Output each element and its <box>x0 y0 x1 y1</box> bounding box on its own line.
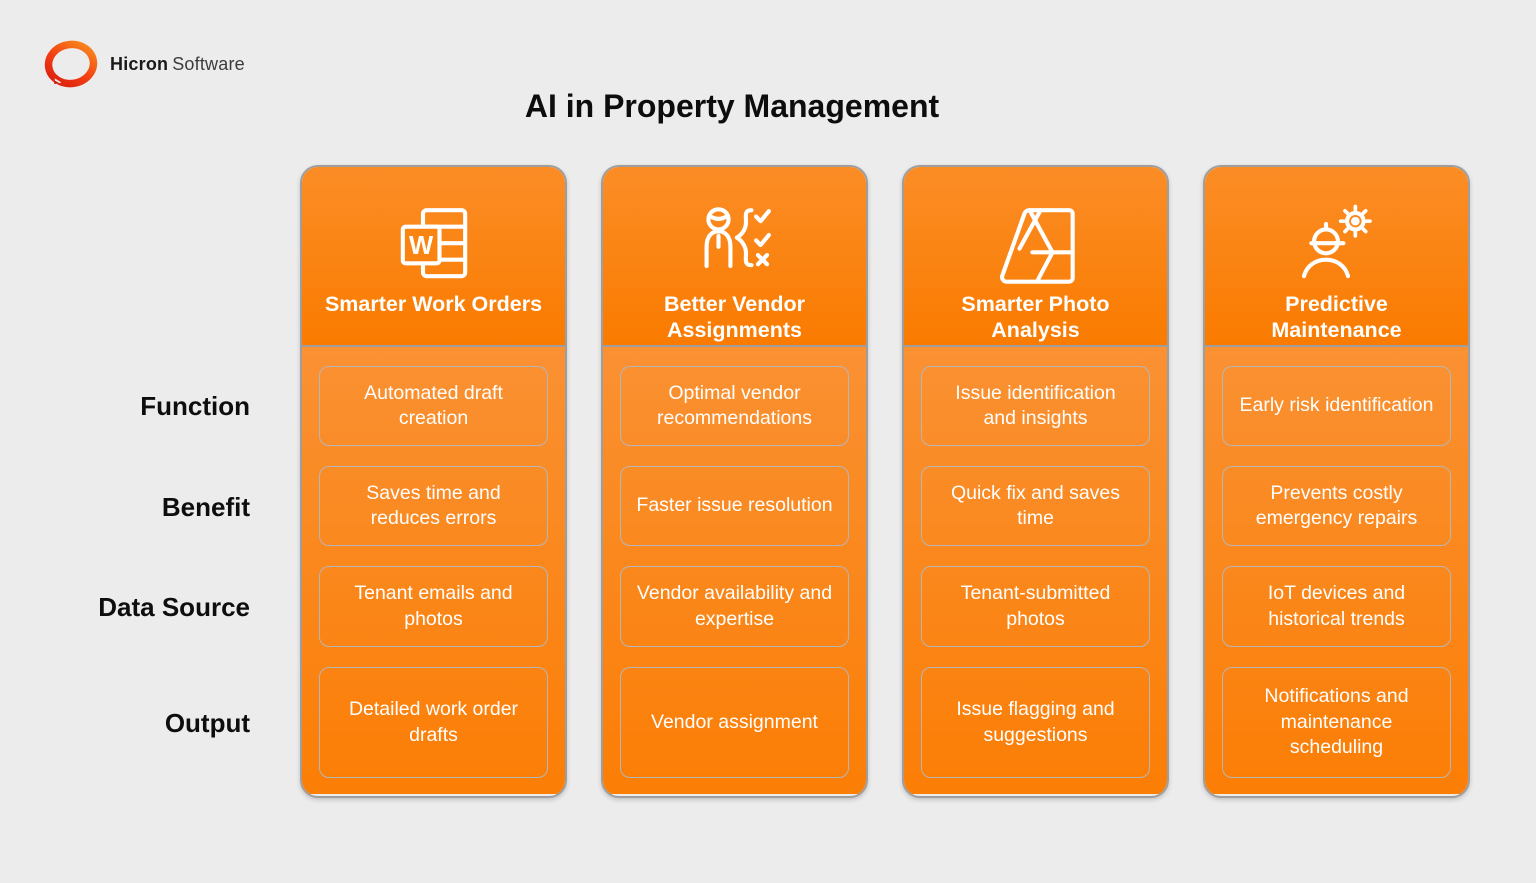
cell-function: Issue identification and insights <box>921 366 1150 446</box>
card-predictive-maintenance: Predictive Maintenance Early risk identi… <box>1203 165 1470 798</box>
card-title: Smarter Work Orders <box>324 292 543 316</box>
card-body: Issue identification and insights Quick … <box>904 347 1167 794</box>
card-header: Predictive Maintenance <box>1205 167 1468 347</box>
card-better-vendor-assignments: Better Vendor Assignments Optimal vendor… <box>601 165 868 798</box>
brand-name-bold: Hicron <box>110 53 169 74</box>
card-body: Optimal vendor recommendations Faster is… <box>603 347 866 794</box>
cell-function: Optimal vendor recommendations <box>620 366 849 446</box>
cell-data-source: IoT devices and historical trends <box>1222 566 1451 647</box>
svg-text:W: W <box>409 232 434 260</box>
worker-gear-icon <box>1301 204 1372 279</box>
hicron-ring-icon <box>44 40 98 88</box>
cell-benefit: Prevents costly emergency repairs <box>1222 466 1451 546</box>
row-label-data-source: Data Source <box>98 592 250 622</box>
card-header: W Smarter Work Orders <box>302 167 565 347</box>
cell-function: Automated draft creation <box>319 366 548 446</box>
card-smarter-work-orders: W Smarter Work Orders Automated draft cr… <box>300 165 567 798</box>
cell-benefit: Quick fix and saves time <box>921 466 1150 546</box>
card-title: Better Vendor Assignments <box>664 292 805 343</box>
cell-output: Vendor assignment <box>620 667 849 778</box>
card-smarter-photo-analysis: Smarter Photo Analysis Issue identificat… <box>902 165 1169 798</box>
card-body: Automated draft creation Saves time and … <box>302 347 565 794</box>
cell-data-source: Tenant emails and photos <box>319 566 548 647</box>
card-header: Smarter Photo Analysis <box>904 167 1167 347</box>
brand-name-regular: Software <box>172 53 245 74</box>
vendor-checklist-icon <box>704 207 771 269</box>
card-title: Predictive Maintenance <box>1271 292 1402 343</box>
card-title: Smarter Photo Analysis <box>961 292 1110 343</box>
card-body: Early risk identification Prevents costl… <box>1205 347 1468 794</box>
word-document-icon: W <box>400 208 467 279</box>
cell-data-source: Vendor availability and expertise <box>620 566 849 647</box>
card-header: Better Vendor Assignments <box>603 167 866 347</box>
photo-analysis-icon <box>999 208 1075 284</box>
cell-function: Early risk identification <box>1222 366 1451 446</box>
row-label-function: Function <box>140 391 250 421</box>
row-label-output: Output <box>164 708 250 738</box>
cell-output: Issue flagging and suggestions <box>921 667 1150 778</box>
row-label-benefit: Benefit <box>161 492 250 522</box>
cell-data-source: Tenant-submitted photos <box>921 566 1150 647</box>
cell-output: Detailed work order drafts <box>319 667 548 778</box>
cell-output: Notifications and maintenance scheduling <box>1222 667 1451 778</box>
cell-benefit: Faster issue resolution <box>620 466 849 546</box>
page-title: AI in Property Management <box>524 88 940 124</box>
cell-benefit: Saves time and reduces errors <box>319 466 548 546</box>
